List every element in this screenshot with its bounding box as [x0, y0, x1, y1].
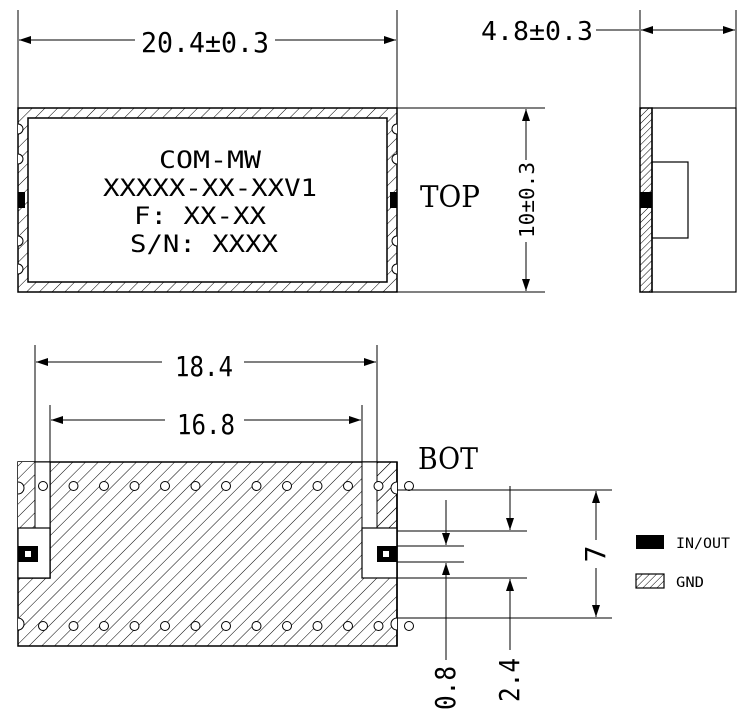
via-hole [282, 481, 292, 491]
bottom-view-label: BOT [418, 442, 478, 477]
outer-pad-span-text: 18.4 [175, 350, 233, 383]
bottom-castellations [17, 481, 398, 631]
pitch-dimension: 7 [579, 491, 612, 617]
bottom-view: 18.4 16.8 BOT [17, 345, 612, 710]
via-hole [68, 621, 79, 631]
side-thickness-dimension: 4.8±0.3 [481, 17, 735, 47]
legend-gnd-swatch [635, 573, 665, 589]
top-label-area [27, 117, 388, 283]
frequency-text: F: XX-XX [134, 202, 267, 230]
via-hole [343, 621, 353, 631]
via-hole [373, 621, 384, 631]
pad-offset-dimension: 2.4 [493, 486, 526, 702]
legend: IN/OUT GND [635, 535, 731, 591]
via-hole [404, 481, 414, 491]
pad-dimension-leaders [397, 489, 612, 619]
pitch-dimension-text: 7 [579, 546, 612, 563]
top-right-castellations [390, 123, 398, 275]
via-hole [38, 481, 48, 491]
via-hole [68, 481, 79, 491]
top-height-dimension-text: 10±0.3 [515, 162, 539, 238]
top-height-dimension: 10±0.3 [515, 109, 539, 291]
via-hole [221, 481, 231, 491]
inner-pad-span-text: 16.8 [177, 408, 235, 441]
via-hole [251, 621, 262, 631]
legend-io-swatch [636, 535, 664, 549]
pad-offset-dimension-text: 2.4 [493, 658, 526, 702]
side-component-outline [651, 161, 689, 239]
via-hole [160, 481, 170, 491]
outer-pad-span-dimension: 18.4 [36, 350, 376, 383]
via-hole [129, 481, 140, 491]
legend-gnd-label: GND [676, 575, 704, 591]
via-hole [373, 481, 384, 491]
left-io-pad [17, 461, 51, 579]
via-hole [190, 621, 201, 631]
via-hole [99, 481, 109, 491]
top-width-dimension-text: 20.4±0.3 [141, 26, 269, 59]
top-view-label: TOP [420, 180, 480, 215]
top-right-io-pad [390, 192, 397, 208]
module-name-text: COM-MW [159, 146, 262, 174]
via-hole [312, 481, 323, 491]
top-width-dimension: 20.4±0.3 [19, 26, 396, 59]
top-left-io-pad [18, 192, 25, 208]
via-hole [251, 481, 262, 491]
via-hole [190, 481, 201, 491]
serial-number-text: S/N: XXXX [130, 230, 279, 258]
bottom-via-row [38, 621, 414, 631]
top-via-row [38, 481, 414, 491]
via-hole [312, 621, 323, 631]
bottom-ground-plane [17, 461, 398, 647]
via-hole [99, 621, 109, 631]
side-shield-outline [651, 107, 737, 293]
model-number-text: XXXXX-XX-XXV1 [103, 174, 317, 202]
side-view: 4.8±0.3 [481, 10, 737, 293]
top-left-castellations [17, 123, 25, 275]
via-hole [343, 481, 353, 491]
side-thickness-dimension-text: 4.8±0.3 [481, 17, 593, 47]
top-view: 20.4±0.3 10±0.3 COM-MW XXXXX [17, 10, 545, 293]
via-hole [282, 621, 292, 631]
via-hole [129, 621, 140, 631]
via-hole [160, 621, 170, 631]
legend-io-label: IN/OUT [676, 536, 731, 552]
via-hole [221, 621, 231, 631]
pad-height-dimension: 0.8 [429, 500, 462, 710]
via-hole [404, 621, 414, 631]
via-hole [38, 621, 48, 631]
side-io-pad [640, 192, 652, 208]
pad-height-dimension-text: 0.8 [429, 666, 462, 710]
inner-pad-span-dimension: 16.8 [51, 408, 361, 441]
